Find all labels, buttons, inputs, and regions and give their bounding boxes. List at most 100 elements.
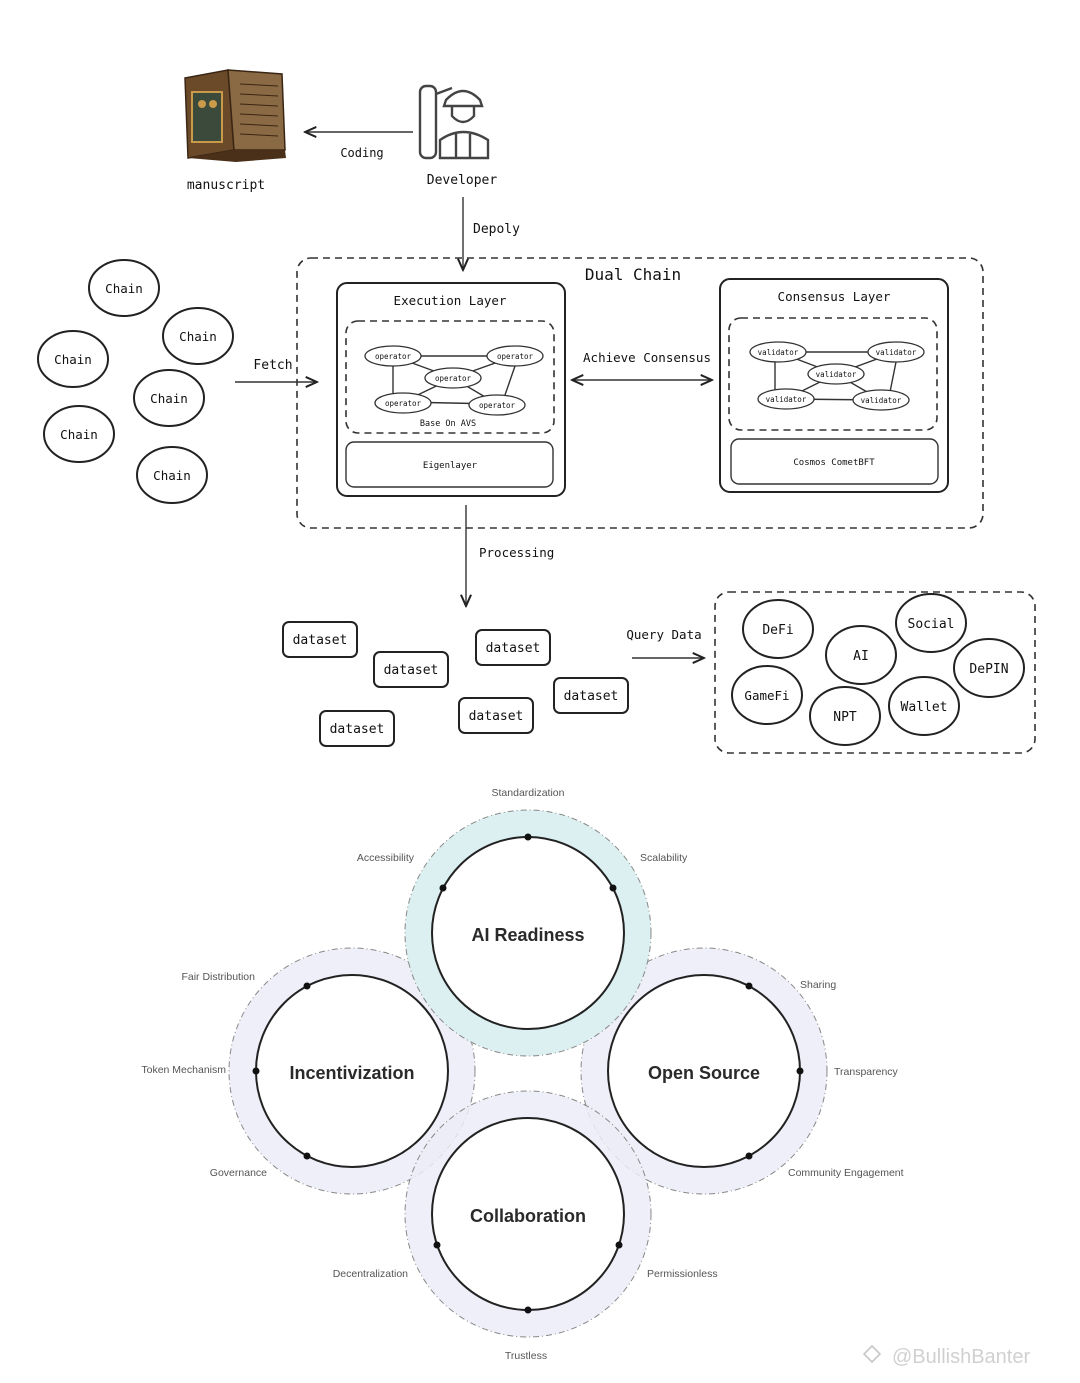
chain-node: Chain [37, 330, 109, 388]
chain-node: Chain [43, 405, 115, 463]
svg-text:dataset: dataset [486, 641, 541, 656]
svg-text:DePIN: DePIN [969, 662, 1008, 677]
operator-node: operator [374, 392, 432, 414]
validator-network [774, 351, 897, 401]
fetch-label: Fetch [253, 358, 292, 373]
accessibility-label: Accessibility [357, 852, 415, 864]
validator-node: validator [757, 388, 815, 410]
fair-distribution-dot [303, 982, 311, 990]
dataset-box: dataset [553, 677, 629, 714]
collaboration-title: Collaboration [470, 1206, 586, 1226]
svg-text:operator: operator [497, 352, 534, 361]
svg-text:NPT: NPT [833, 710, 857, 725]
decentralization-dot [433, 1241, 441, 1249]
permissionless-label: Permissionless [647, 1268, 718, 1280]
accessibility-dot [439, 884, 447, 892]
svg-text:validator: validator [876, 348, 917, 357]
governance-label: Governance [210, 1167, 267, 1179]
svg-text:Wallet: Wallet [901, 700, 948, 715]
open-source-title: Open Source [648, 1063, 760, 1083]
chain-node: Chain [162, 307, 234, 365]
community-engagement-dot [745, 1152, 753, 1160]
svg-text:dataset: dataset [330, 722, 385, 737]
validator-node: validator [807, 363, 865, 385]
operator-node: operator [468, 394, 526, 416]
svg-text:DeFi: DeFi [762, 623, 793, 638]
operator-node: operator [424, 367, 482, 389]
developer-label: Developer [427, 173, 498, 188]
consensus-layer-title: Consensus Layer [778, 289, 891, 304]
watermark-logo-icon [862, 1344, 882, 1364]
svg-text:operator: operator [435, 374, 472, 383]
operator-node: operator [486, 345, 544, 367]
svg-text:operator: operator [385, 399, 422, 408]
chain-node: Chain [88, 259, 160, 317]
decentralization-label: Decentralization [333, 1268, 408, 1280]
validator-node: validator [749, 341, 807, 363]
query-data-label: Query Data [626, 627, 701, 642]
dataset-box: dataset [458, 697, 534, 734]
developer-icon [418, 84, 490, 160]
svg-text:Chain: Chain [150, 391, 188, 406]
chain-node: Chain [133, 369, 205, 427]
ai-readiness-title: AI Readiness [471, 925, 584, 945]
dataset-box: dataset [373, 651, 449, 688]
dataset-box: dataset [319, 710, 395, 747]
cometbft-box [730, 438, 939, 485]
transparency-label: Transparency [834, 1066, 899, 1078]
svg-text:operator: operator [375, 352, 412, 361]
validator-node: validator [867, 341, 925, 363]
trustless-dot [524, 1306, 532, 1314]
standardization-dot [524, 833, 532, 841]
svg-text:validator: validator [766, 395, 807, 404]
app-node-social: Social [895, 593, 967, 653]
base-on-avs-label: Base On AVS [420, 419, 476, 429]
app-node-defi: DeFi [742, 599, 814, 659]
trustless-label: Trustless [505, 1350, 547, 1362]
apps-container [714, 591, 1036, 754]
dataset-box: dataset [475, 629, 551, 666]
dataset-box: dataset [282, 621, 358, 658]
svg-text:validator: validator [758, 348, 799, 357]
eigenlayer-label: Eigenlayer [423, 461, 478, 471]
deploy-label: Depoly [473, 222, 520, 237]
manuscript-icon [184, 69, 286, 162]
app-node-wallet: Wallet [888, 676, 960, 736]
manuscript-label: manuscript [187, 178, 265, 193]
operator-node: operator [364, 345, 422, 367]
app-node-npt: NPT [809, 686, 881, 746]
watermark: @BullishBanter [862, 1344, 1030, 1368]
svg-text:Chain: Chain [60, 427, 98, 442]
community-engagement-label: Community Engagement [788, 1167, 904, 1179]
svg-text:dataset: dataset [564, 689, 619, 704]
coding-label: Coding [340, 146, 383, 160]
svg-text:dataset: dataset [293, 633, 348, 648]
achieve-consensus-label: Achieve Consensus [583, 350, 711, 365]
svg-text:dataset: dataset [469, 709, 524, 724]
principles-diagram: AI Readiness Incentivization Open Source… [141, 787, 903, 1362]
app-node-depin: DePIN [953, 638, 1025, 698]
governance-dot [303, 1152, 311, 1160]
svg-text:validator: validator [861, 396, 902, 405]
sharing-dot [745, 982, 753, 990]
execution-layer-title: Execution Layer [394, 293, 507, 308]
app-node-gamefi: GameFi [731, 665, 803, 725]
svg-text:GameFi: GameFi [744, 688, 789, 703]
svg-text:operator: operator [479, 401, 516, 410]
processing-label: Processing [479, 545, 554, 560]
validator-container [728, 317, 938, 431]
operator-network [392, 355, 516, 405]
sharing-label: Sharing [800, 979, 836, 991]
svg-text:Chain: Chain [153, 468, 191, 483]
avs-container [345, 320, 555, 434]
standardization-label: Standardization [492, 787, 565, 799]
execution-layer-box [336, 282, 566, 497]
svg-text:Chain: Chain [105, 281, 143, 296]
incentivization-title: Incentivization [289, 1063, 414, 1083]
dual-chain-container [296, 257, 984, 529]
eigenlayer-box [345, 441, 554, 488]
cometbft-label: Cosmos CometBFT [793, 458, 875, 468]
watermark-text: @BullishBanter [892, 1346, 1030, 1368]
validator-node: validator [852, 389, 910, 411]
fair-distribution-label: Fair Distribution [181, 971, 255, 983]
